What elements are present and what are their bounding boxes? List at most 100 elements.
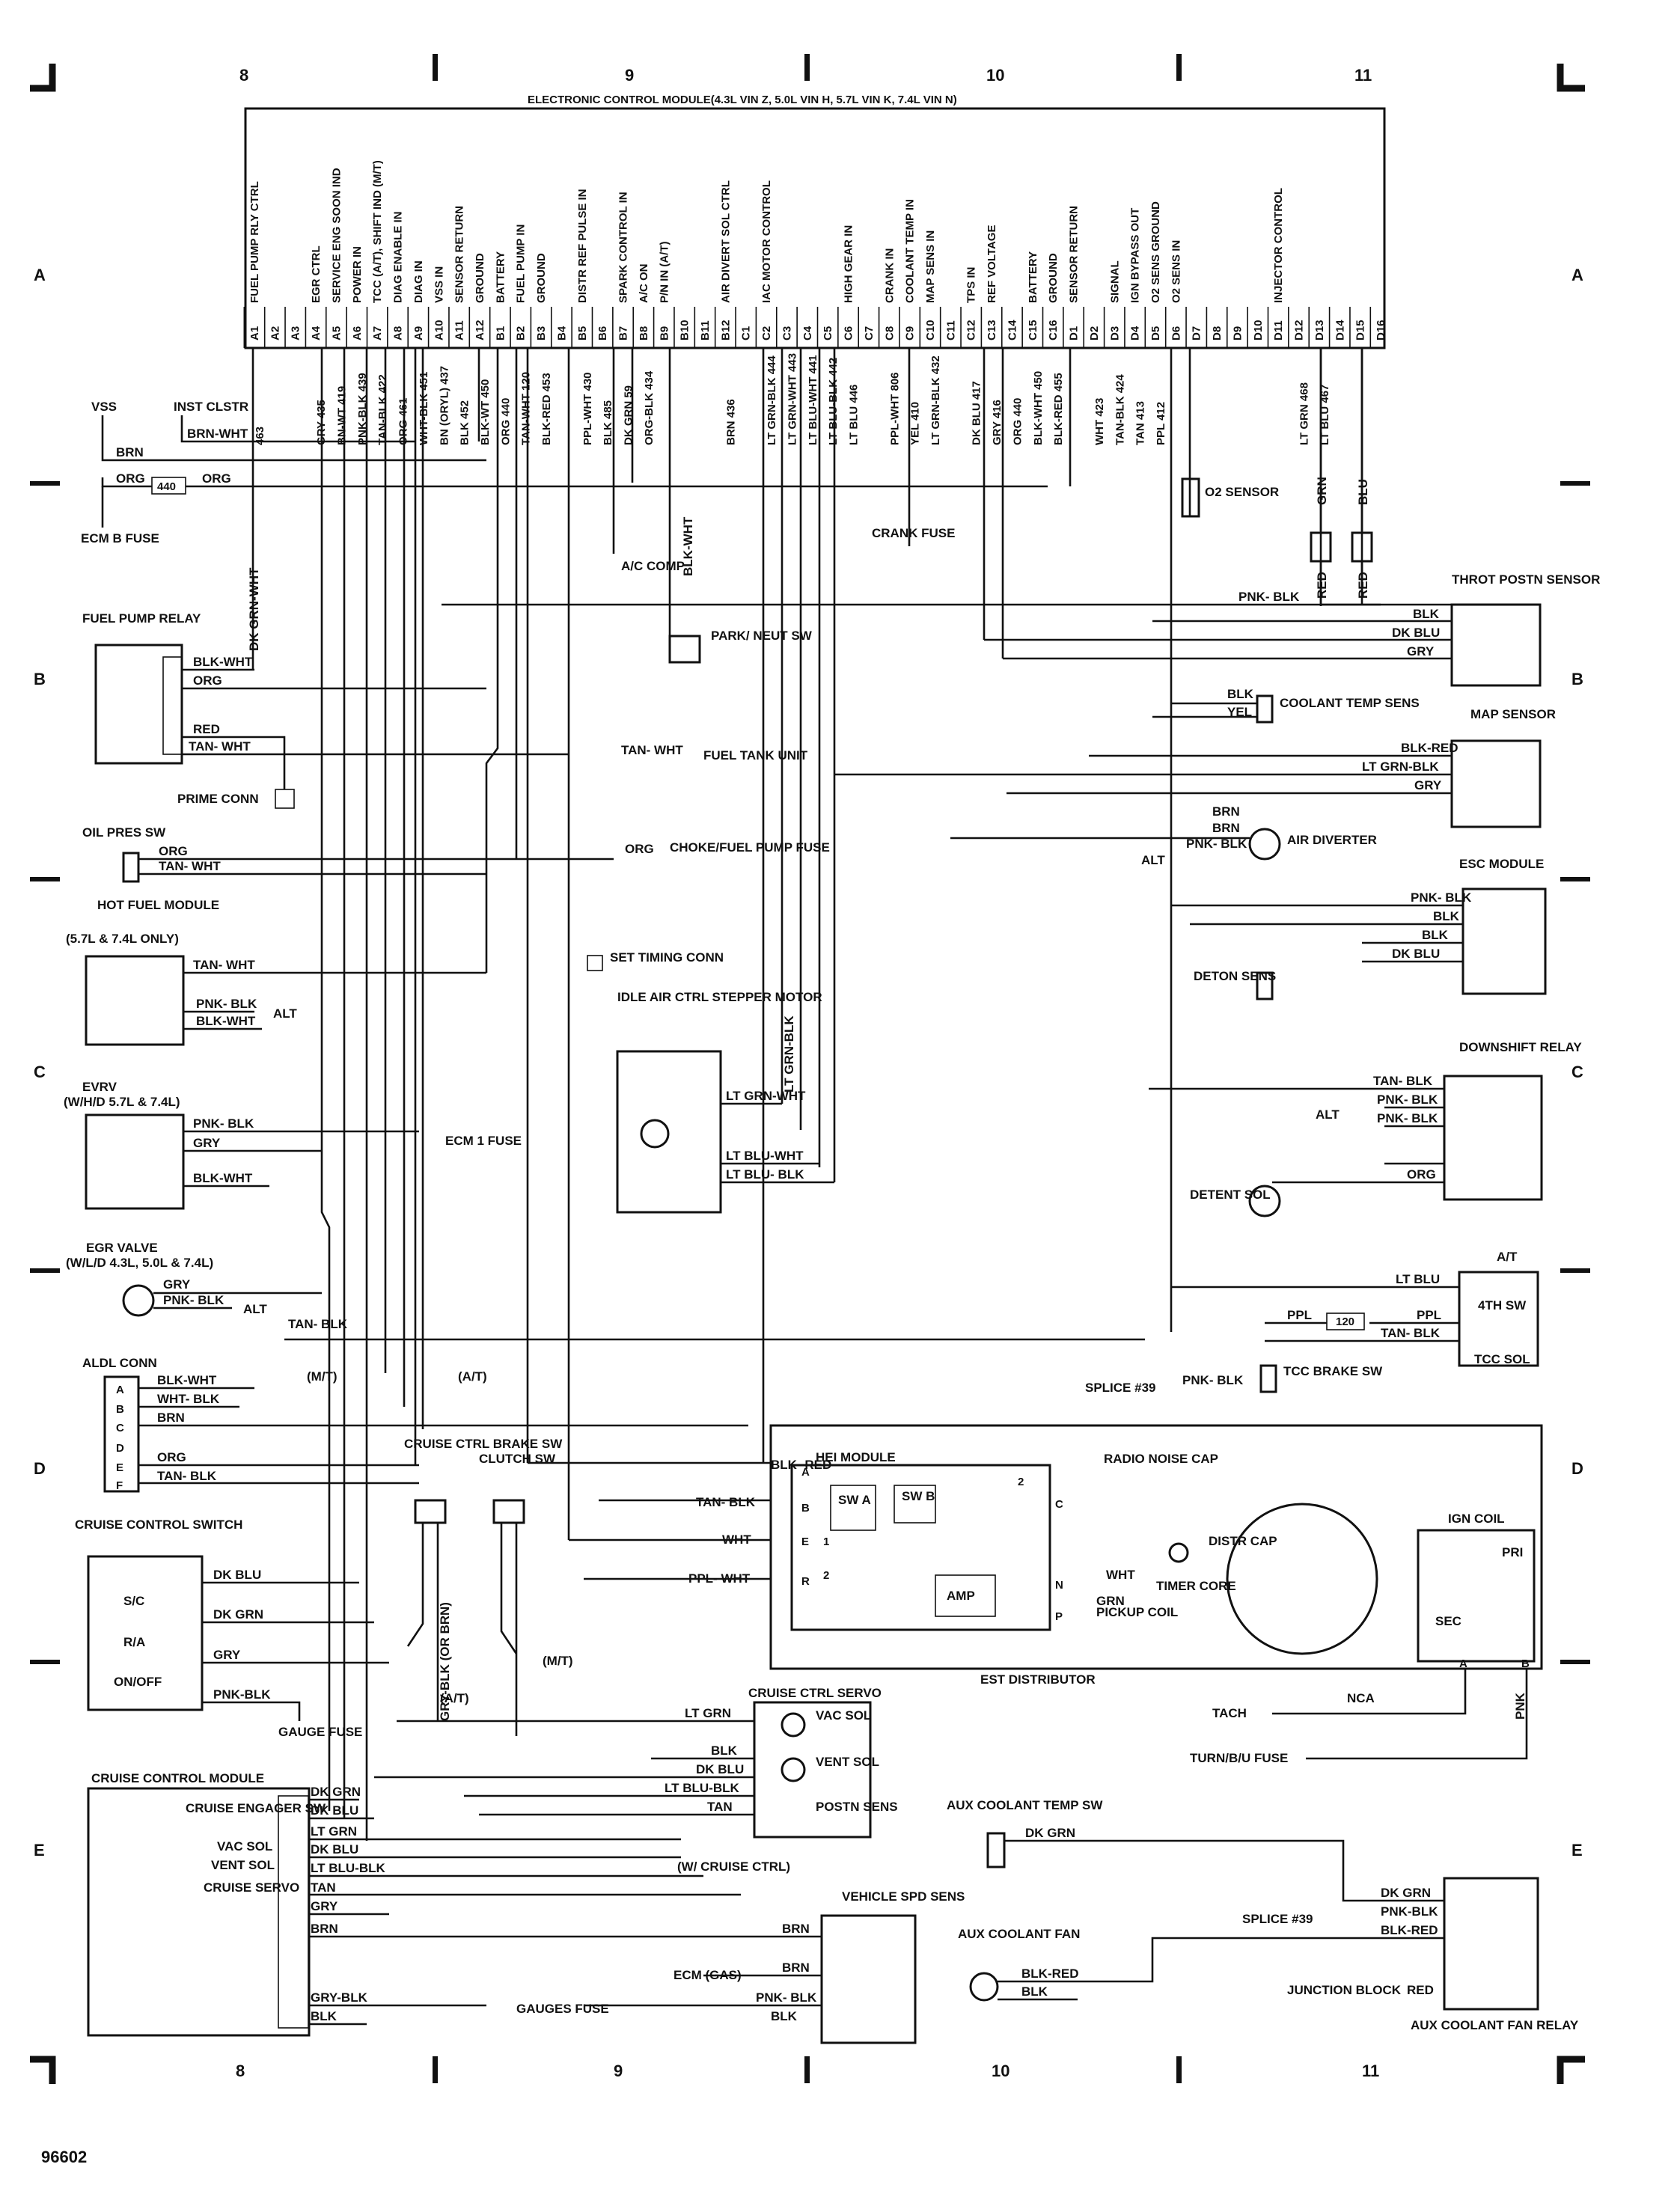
col-label-9-bottom: 9	[614, 2062, 623, 2080]
svg-text:VAC SOL: VAC SOL	[816, 1708, 871, 1723]
svg-text:ORG: ORG	[625, 842, 654, 856]
svg-text:TAN- WHT: TAN- WHT	[621, 743, 683, 757]
svg-text:A: A	[116, 1384, 124, 1396]
svg-text:TAN- WHT: TAN- WHT	[193, 958, 255, 972]
svg-text:B: B	[1521, 1657, 1530, 1670]
svg-text:LT BLU-BLK: LT BLU-BLK	[311, 1861, 385, 1875]
svg-text:LT BLU- BLK: LT BLU- BLK	[726, 1167, 804, 1182]
svg-text:PNK- BLK: PNK- BLK	[1238, 590, 1300, 604]
svg-text:BLK: BLK	[1227, 687, 1254, 701]
ecm-wire-c2: LT GRN-BLK 444	[766, 355, 778, 445]
ecm-wire-b2: TAN-WHT 120	[520, 372, 533, 445]
corner-marks	[30, 64, 1585, 2084]
svg-text:DK GRN: DK GRN	[213, 1607, 263, 1622]
svg-text:DK GRN-WHT: DK GRN-WHT	[247, 567, 261, 651]
svg-text:DK GRN: DK GRN	[1381, 1886, 1431, 1900]
svg-text:PRIME CONN: PRIME CONN	[177, 792, 259, 806]
svg-text:DISTR CAP: DISTR CAP	[1209, 1534, 1277, 1548]
ecm-wire-a10: BN (ORYL) 437	[438, 366, 450, 445]
svg-text:BLK: BLK	[1433, 909, 1460, 923]
ecm-function-a12: GROUND	[474, 253, 486, 303]
svg-text:PNK- BLK: PNK- BLK	[196, 997, 257, 1011]
ecm-function-c6: HIGH GEAR IN	[843, 225, 855, 303]
ecm-wire-c13: GRY 416	[991, 400, 1004, 445]
svg-text:S/C: S/C	[123, 1594, 144, 1608]
col-label-8-top: 8	[239, 66, 248, 85]
ecm-pin-b4: B4	[555, 326, 568, 340]
row-label-e-left: E	[34, 1841, 45, 1859]
ecm-pin-a10: A10	[433, 320, 445, 340]
ecm-pin-d8: D8	[1211, 326, 1224, 340]
ecm-wire-d2: WHT 423	[1093, 398, 1106, 445]
svg-text:PARK/ NEUT SW: PARK/ NEUT SW	[711, 629, 813, 643]
ecm-wire-c5: LT BLU-BLK 442	[827, 358, 840, 445]
svg-text:TCC SOL: TCC SOL	[1474, 1352, 1530, 1366]
svg-text:YEL: YEL	[1227, 705, 1252, 719]
row-label-e-right: E	[1571, 1841, 1583, 1859]
transmission-4th-sw-tcc: A/T LT BLU PPL TAN- BLK PPL 120 4TH SW T…	[1085, 1250, 1539, 1395]
svg-text:PPL: PPL	[1287, 1308, 1312, 1322]
svg-text:BRN: BRN	[782, 1961, 810, 1975]
ecm-wire-b12: BRN 436	[724, 399, 737, 445]
svg-text:TAN: TAN	[311, 1880, 336, 1895]
svg-text:AUX COOLANT FAN: AUX COOLANT FAN	[958, 1927, 1080, 1941]
svg-text:SW B: SW B	[902, 1489, 935, 1503]
svg-text:ESC MODULE: ESC MODULE	[1459, 857, 1544, 871]
svg-text:ALT: ALT	[1316, 1107, 1340, 1122]
svg-text:120: 120	[1336, 1315, 1354, 1328]
ecm-pin-a12: A12	[474, 320, 486, 340]
svg-text:SEC: SEC	[1435, 1614, 1461, 1628]
svg-text:PNK-BLK: PNK-BLK	[1381, 1904, 1438, 1919]
svg-text:LT GRN-BLK: LT GRN-BLK	[1362, 760, 1439, 774]
svg-text:R: R	[801, 1575, 810, 1588]
svg-text:LT BLU: LT BLU	[1396, 1272, 1440, 1286]
svg-text:LT BLU-BLK: LT BLU-BLK	[665, 1781, 739, 1795]
ecm-pin-a2: A2	[269, 326, 281, 340]
vss-circuit: VSS INST CLSTR BRN-WHT BRN 440 ORG ORG E…	[81, 400, 1048, 546]
ecm-wire-b5: PPL-WHT 430	[581, 372, 594, 445]
ecm-function-a1: FUEL PUMP RLY CTRL	[248, 181, 261, 303]
ecm-wire-c15: BLK-WHT 450	[1032, 371, 1045, 445]
svg-text:ORG: ORG	[193, 673, 222, 688]
evrv: EVRV (W/H/D 5.7L & 7.4L) PNK- BLK GRY BL…	[64, 1080, 419, 1210]
ecm-pin-d1: D1	[1068, 326, 1081, 340]
svg-text:HEI MODULE: HEI MODULE	[816, 1450, 896, 1464]
svg-text:1: 1	[823, 1535, 829, 1548]
row-label-b-left: B	[34, 670, 46, 688]
cruise-control-servo: CRUISE CTRL SERVO LT GRN BLK DK BLU LT B…	[374, 1686, 898, 1839]
svg-text:(W/L/D 4.3L, 5.0L & 7.4L): (W/L/D 4.3L, 5.0L & 7.4L)	[66, 1256, 213, 1270]
svg-text:VENT SOL: VENT SOL	[816, 1755, 879, 1769]
ecm-function-c9: COOLANT TEMP IN	[904, 199, 917, 303]
ecm-wire-a11: BLK 452	[459, 400, 471, 445]
svg-text:RADIO NOISE CAP: RADIO NOISE CAP	[1104, 1452, 1218, 1466]
ecm-wire-b8: ORG-BLK 434	[643, 370, 656, 445]
svg-text:(M/T): (M/T)	[543, 1654, 573, 1668]
svg-text:DK BLU: DK BLU	[311, 1803, 358, 1818]
svg-text:PNK- BLK: PNK- BLK	[1411, 890, 1472, 905]
row-labels: A B C D E A B C D E	[30, 266, 1590, 1859]
svg-text:OIL PRES SW: OIL PRES SW	[82, 825, 166, 840]
svg-text:DETENT SOL: DETENT SOL	[1190, 1188, 1271, 1202]
ecm-pin-d6: D6	[1170, 326, 1182, 340]
downshift-relay: DOWNSHIFT RELAY TAN- BLK PNK- BLK PNK- B…	[1149, 1040, 1582, 1217]
svg-text:POSTN SENS: POSTN SENS	[816, 1800, 898, 1814]
ecm-wire-d3: TAN-BLK 424	[1114, 374, 1126, 445]
svg-text:AMP: AMP	[947, 1589, 975, 1603]
svg-text:BLK-WHT: BLK-WHT	[681, 516, 695, 576]
svg-text:2: 2	[1018, 1476, 1024, 1488]
svg-text:RED: RED	[1356, 572, 1370, 599]
hot-fuel-module: HOT FUEL MODULE (5.7L & 7.4L ONLY) TAN- …	[66, 898, 486, 1046]
ecm-pin-c11: C11	[944, 320, 957, 340]
svg-text:BLK: BLK	[1422, 928, 1449, 942]
cruise-control-switch: CRUISE CONTROL SWITCH DK BLU DK GRN GRY …	[75, 1518, 389, 1739]
svg-text:LT GRN-BLK: LT GRN-BLK	[782, 1015, 796, 1092]
esc-module: ESC MODULE PNK- BLK BLK BLK DK BLU DETON…	[1171, 857, 1547, 1000]
svg-text:2: 2	[823, 1569, 829, 1582]
ecm-function-c10: MAP SENS IN	[924, 230, 937, 303]
svg-text:JUNCTION BLOCK: JUNCTION BLOCK	[1287, 1983, 1402, 1997]
ecm-pin-c1: C1	[740, 326, 753, 340]
ecm-pin-d2: D2	[1088, 326, 1101, 340]
ecm-pin-a5: A5	[330, 326, 343, 340]
ecm-pin-c16: C16	[1047, 320, 1060, 340]
